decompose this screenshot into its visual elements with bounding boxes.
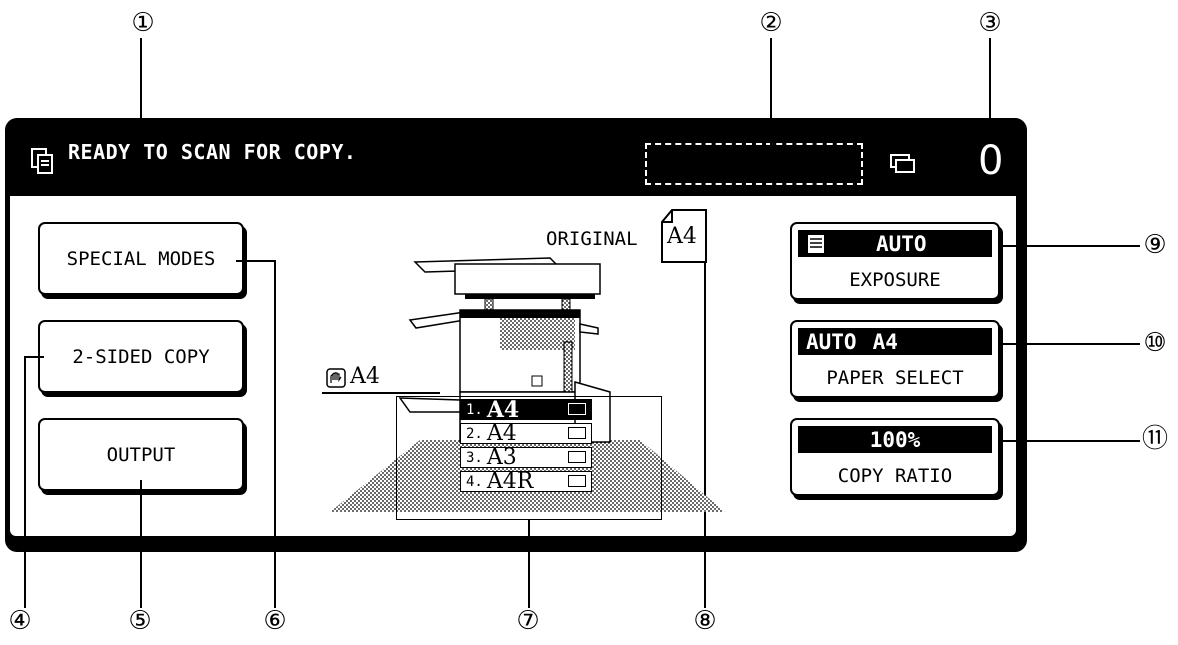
paper-select-display: AUTO A4 [798,328,992,355]
callout-5: ⑤ [128,606,152,636]
exposure-key[interactable]: AUTO EXPOSURE [790,222,1000,300]
paper-tray-2[interactable]: 2. A4 [460,421,592,446]
output-button[interactable]: OUTPUT [38,418,244,491]
bypass-tray-icon [326,368,346,388]
leader-line-10 [996,343,1140,345]
paper-tray-4[interactable]: 4. A4R [460,469,592,494]
callout-1: ① [131,8,155,38]
leader-line-11 [996,440,1140,442]
paper-select-label: PAPER SELECT [826,367,964,389]
leader-line-6b [274,260,276,608]
tray-4-size: A4R [486,469,534,494]
two-sided-copy-button[interactable]: 2-SIDED COPY [38,320,244,393]
copy-mode-icon [31,148,53,174]
tray-icon [568,475,586,487]
message-display-area [645,143,863,185]
copies-icon [890,154,915,173]
copy-ratio-label: COPY RATIO [837,465,953,487]
original-page-icon [661,209,707,263]
tray-icon [568,403,586,415]
leader-line-8 [704,262,706,608]
callout-8: ⑧ [693,606,717,636]
leader-line-2 [770,38,772,146]
paper-select-mode: AUTO [806,329,857,354]
tray-icon [568,451,586,463]
tray-1-number: 1. [466,401,483,418]
leader-line-6a [236,260,274,262]
leader-line-4a [24,356,26,608]
tray-3-number: 3. [466,449,483,466]
paper-tray-3[interactable]: 3. A3 [460,445,592,470]
tray-1-size: A4 [486,396,520,423]
tray-icon [568,427,586,439]
original-size: A4 [667,224,697,249]
special-modes-button[interactable]: SPECIAL MODES [38,222,244,295]
exposure-label: EXPOSURE [849,269,941,291]
paper-select-size: A4 [872,329,898,354]
callout-10: ⑩ [1143,328,1167,358]
tray-3-size: A3 [486,445,517,470]
copy-ratio-display: 100% [798,426,992,453]
bypass-tray-size: A4 [350,364,380,389]
callout-6: ⑥ [263,606,287,636]
exposure-display: AUTO [798,230,992,257]
special-modes-label: SPECIAL MODES [66,247,216,270]
copy-ratio-value: 100% [869,427,921,452]
leader-line-4b [24,356,44,358]
paper-tray-1[interactable]: 1. A4 [460,396,592,423]
leader-line-9 [996,245,1140,247]
leader-line-7 [528,520,530,608]
paper-tray-group [396,396,662,520]
leader-line-3 [989,38,991,138]
callout-9: ⑨ [1143,230,1167,260]
paper-select-key[interactable]: AUTO A4 PAPER SELECT [790,320,1000,398]
two-sided-copy-label: 2-SIDED COPY [72,345,210,368]
copy-count-display: 0 [978,138,1004,184]
status-message: READY TO SCAN FOR COPY. [68,140,357,164]
exposure-icon [808,234,824,253]
output-label: OUTPUT [106,443,176,466]
callout-3: ③ [978,8,1002,38]
callout-4: ④ [8,606,32,636]
callout-7: ⑦ [516,606,540,636]
leader-line-5 [140,480,142,608]
bypass-underline [322,392,440,394]
callout-2: ② [759,8,783,38]
original-label: ORIGINAL [546,228,638,250]
tray-2-number: 2. [466,425,483,442]
tray-2-size: A4 [486,421,517,446]
tray-4-number: 4. [466,473,483,490]
callout-11: ⑪ [1141,424,1168,454]
copy-ratio-key[interactable]: 100% COPY RATIO [790,418,1000,496]
exposure-value: AUTO [876,231,927,256]
leader-line-1 [140,38,142,158]
